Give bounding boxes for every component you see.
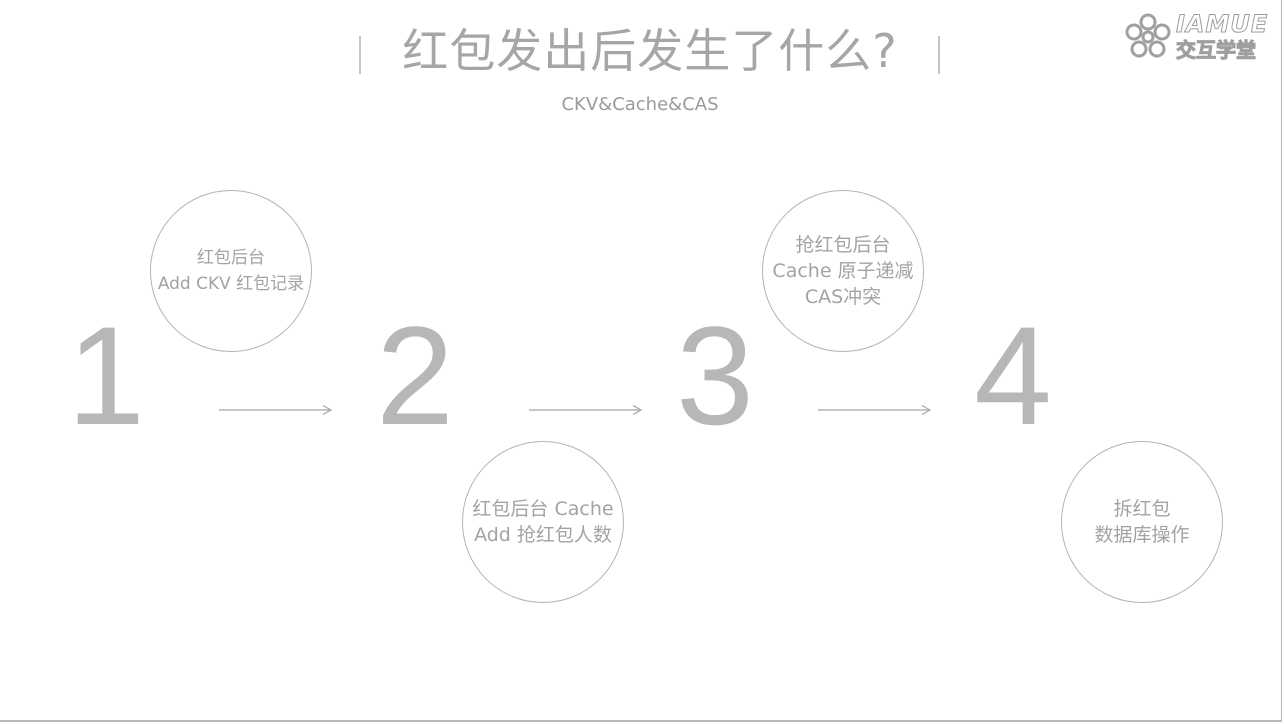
logo-subtitle: 交互学堂 [1176,38,1257,63]
right-arrow-icon [529,404,643,416]
brand-logo: IAMUE 交互学堂 [1124,10,1274,64]
right-arrow-icon [219,404,333,416]
step-2-line-2: Add 抢红包人数 [474,524,612,546]
page-subtitle: CKV&Cache&CAS [561,94,719,115]
step-3-line-2: Cache 原子递减 [772,260,914,282]
step-number-2: 2 [376,297,454,454]
step-1-line-1: 红包后台 [197,248,265,268]
step-4-line-1: 拆红包 [1113,498,1171,520]
step-3-line-1: 抢红包后台 [795,234,891,256]
step-3-circle: 抢红包后台 Cache 原子递减 CAS冲突 [762,190,924,352]
step-number-3: 3 [676,297,754,454]
step-number-1: 1 [67,297,145,454]
step-3-line-3: CAS冲突 [804,286,882,308]
title-divider-left [359,36,361,74]
step-1-line-2: Add CKV 红包记录 [157,274,305,294]
step-2-circle: 红包后台 Cache Add 抢红包人数 [462,441,624,603]
logo-wordmark: IAMUE [1175,10,1269,39]
step-4-line-2: 数据库操作 [1094,524,1190,546]
flower-logo-icon [1125,13,1171,58]
step-2-line-1: 红包后台 Cache [472,498,614,520]
page-title: 红包发出后发生了什么? [402,24,898,78]
step-1-circle: 红包后台 Add CKV 红包记录 [150,190,312,352]
right-arrow-icon [818,404,932,416]
title-divider-right [938,36,940,74]
step-number-4: 4 [974,297,1052,454]
step-4-circle: 拆红包 数据库操作 [1061,441,1223,603]
